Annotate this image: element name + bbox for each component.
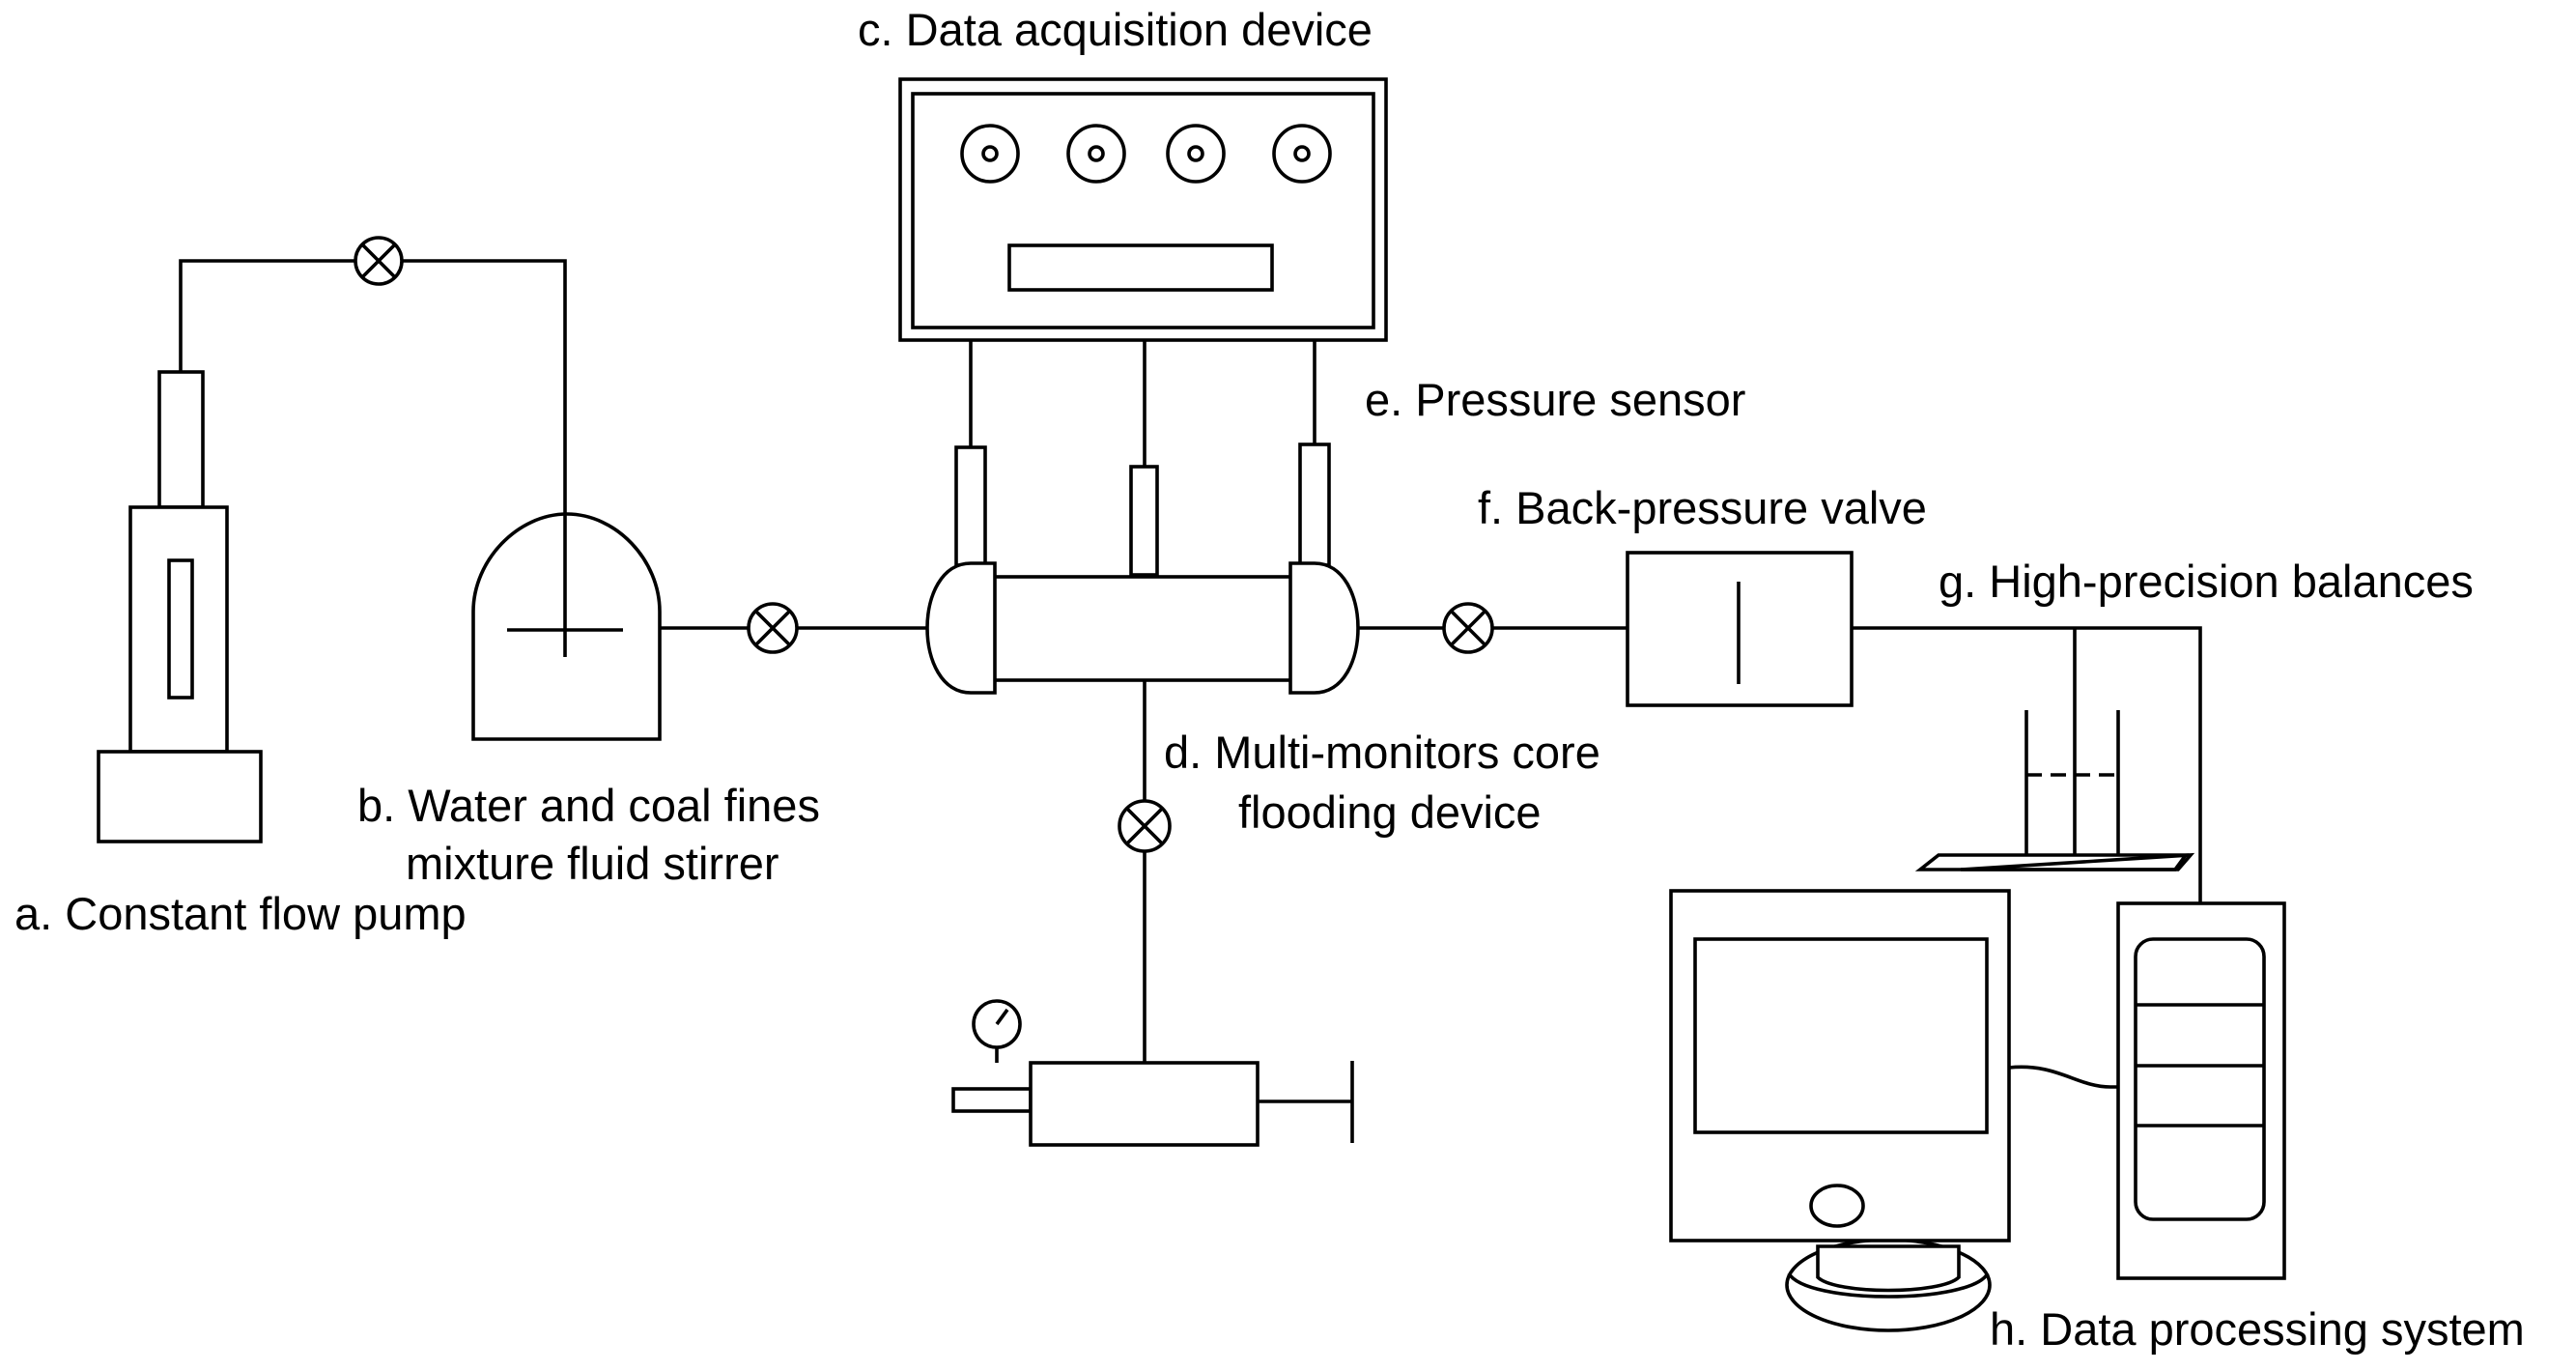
tower-front-panel xyxy=(2134,937,2266,1221)
core-holder-left-cap xyxy=(925,561,997,695)
daq-display xyxy=(1007,243,1274,292)
daq-inner-frame xyxy=(911,92,1375,329)
bpv-to-computer-line xyxy=(1852,626,2202,903)
label-data-acquisition-device: c. Data acquisition device xyxy=(858,4,1373,55)
daq-dial xyxy=(960,124,1020,184)
hand-pump-plunger xyxy=(1258,1061,1354,1143)
pressure-sensor xyxy=(1298,443,1331,567)
valve-cross xyxy=(360,243,397,279)
daq-dial xyxy=(1066,124,1126,184)
labels: a. Constant flow pump b. Water and coal … xyxy=(14,4,2525,1355)
data-acquisition-device xyxy=(898,77,1388,342)
core-holder-right-cap xyxy=(1288,561,1360,695)
balance-pan xyxy=(1960,852,2195,871)
back-pressure-valve xyxy=(1626,551,1854,707)
monitor-power-button xyxy=(1809,1184,1865,1228)
high-precision-balance xyxy=(1914,710,2195,871)
monitor-stand xyxy=(1816,1244,1961,1293)
pipe-network xyxy=(179,259,2202,1063)
valve-stirrer-outlet xyxy=(747,602,799,654)
label-constant-flow-pump: a. Constant flow pump xyxy=(14,888,467,939)
computer-tower xyxy=(2116,901,2286,1280)
valve-top xyxy=(354,236,404,286)
core-holder-body xyxy=(990,575,1295,682)
hand-pump-cylinder xyxy=(1029,1061,1260,1147)
valve-cross xyxy=(753,609,792,647)
monitor-cable xyxy=(2008,1065,2118,1089)
valve-cross xyxy=(1449,609,1487,647)
tower-drive-bays xyxy=(2136,1003,2264,1128)
hand-pump-handle xyxy=(951,1087,1033,1113)
label-core-flooding-line1: d. Multi-monitors core xyxy=(1164,727,1600,778)
constant-flow-pump xyxy=(97,370,263,843)
daq-outer-frame xyxy=(898,77,1388,342)
label-high-precision-balances: g. High-precision balances xyxy=(1939,556,2474,607)
valve-core-outlet xyxy=(1442,602,1494,654)
daq-dial xyxy=(1166,124,1226,184)
label-stirrer-line2: mixture fluid stirrer xyxy=(406,838,779,889)
label-pressure-sensor: e. Pressure sensor xyxy=(1365,374,1745,425)
hand-pump xyxy=(951,999,1354,1147)
core-flooding-device xyxy=(925,561,1360,695)
pump-window xyxy=(167,558,194,700)
stirrer-inlet-pipe xyxy=(402,259,567,512)
valve-core-drain xyxy=(1118,799,1172,853)
pressure-sensor xyxy=(954,445,987,567)
label-stirrer-line1: b. Water and coal fines xyxy=(357,780,820,831)
pump-base xyxy=(97,750,263,843)
pressure-sensor xyxy=(1129,465,1159,577)
monitor-base-rim xyxy=(1787,1271,1990,1299)
label-core-flooding-line2: flooding device xyxy=(1238,786,1542,838)
monitor-screen xyxy=(1693,937,1989,1134)
data-processing-system xyxy=(1669,889,2286,1332)
beaker xyxy=(2024,710,2120,855)
mixture-fluid-stirrer xyxy=(471,512,662,741)
valve-cross xyxy=(1125,807,1164,845)
pump-outlet-pipe xyxy=(179,259,355,372)
label-back-pressure-valve: f. Back-pressure valve xyxy=(1478,482,1927,533)
balance-platform xyxy=(1914,853,2190,871)
label-data-processing-system: h. Data processing system xyxy=(1990,1303,2525,1355)
pump-piston-rod xyxy=(157,370,205,509)
pressure-sensors xyxy=(954,443,1331,577)
daq-dial xyxy=(1272,124,1332,184)
gauge-needle xyxy=(995,1008,1009,1026)
monitor xyxy=(1669,889,2011,1242)
